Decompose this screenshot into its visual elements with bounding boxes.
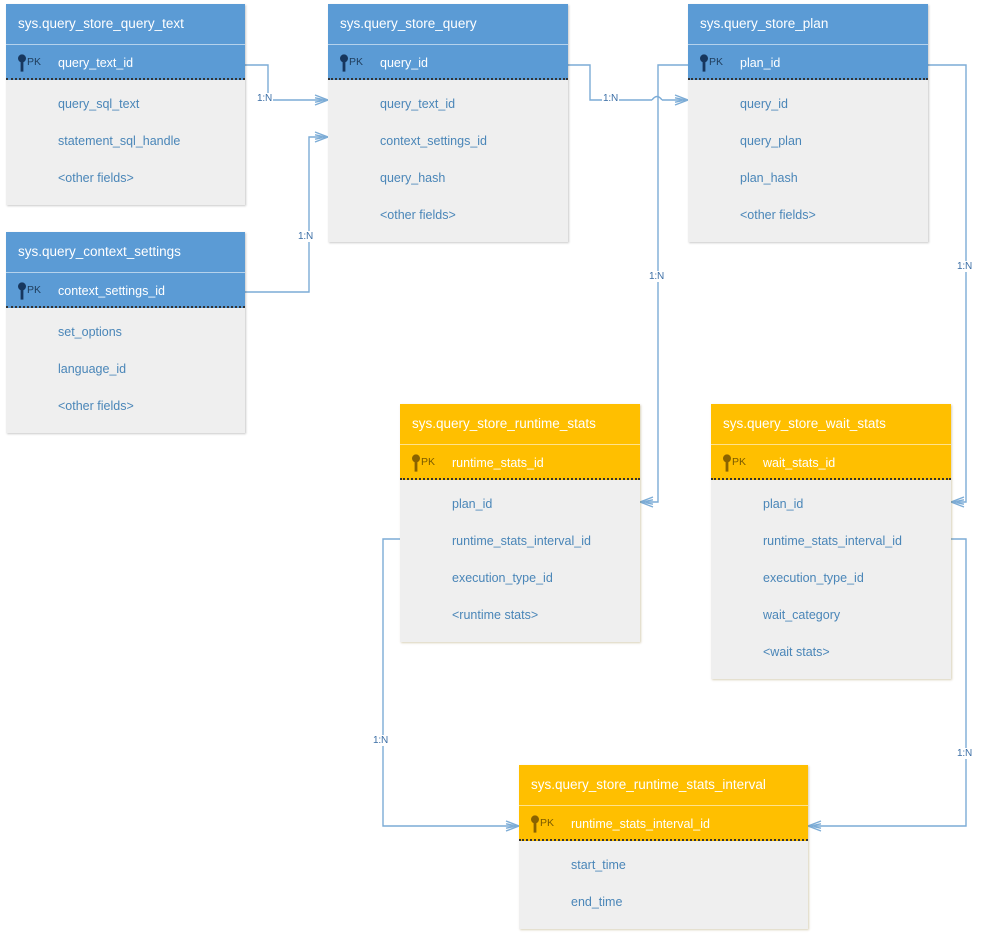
entity-field: <wait stats> [763,645,830,659]
connector-context-settings-to-query [245,131,329,293]
entity-field-list: query_sql_text statement_sql_handle <oth… [6,80,245,205]
entity-title: sys.query_context_settings [6,232,245,272]
entity-primary-key-row[interactable]: PK wait_stats_id [711,444,951,480]
pk-field-name: query_text_id [58,56,134,70]
relationship-label-interval-to-runtime-stats: 1:N [372,735,389,746]
entity-primary-key-row[interactable]: PK plan_id [688,44,928,80]
pk-tag-label: PK [421,456,436,468]
entity-primary-key-row[interactable]: PK context_settings_id [6,272,245,308]
connector-query-to-plan [568,64,689,106]
entity-primary-key-row[interactable]: PK runtime_stats_id [400,444,640,480]
entity-query-store-runtime-stats-interval[interactable]: sys.query_store_runtime_stats_interval P… [519,765,808,929]
relationship-label-plan-to-runtime-stats: 1:N [648,271,665,282]
pk-field-name: runtime_stats_id [452,456,544,470]
entity-field: language_id [58,362,127,376]
relationship-label-query-to-plan: 1:N [602,93,619,104]
entity-field: set_options [58,325,122,339]
key-icon [340,54,348,72]
entity-field: <other fields> [740,208,816,222]
pk-tag-label: PK [27,56,42,68]
key-icon [531,815,539,833]
entity-primary-key-row[interactable]: PK runtime_stats_interval_id [519,805,808,841]
relationship-label-context-settings-to-query: 1:N [297,231,314,242]
entity-title: sys.query_store_query [328,4,568,44]
entity-field: end_time [571,895,623,909]
entity-field: query_sql_text [58,97,140,111]
key-icon [412,454,420,472]
key-icon [18,54,26,72]
pk-tag-label: PK [349,56,364,68]
key-icon [723,454,731,472]
entity-field: query_plan [740,134,802,148]
entity-field: wait_category [763,608,841,622]
entity-query-store-plan[interactable]: sys.query_store_plan PK plan_id query_id… [688,4,928,242]
pk-tag-label: PK [540,817,555,829]
entity-field: start_time [571,858,626,872]
pk-tag-label: PK [732,456,747,468]
entity-field: execution_type_id [763,571,864,585]
pk-field-name: plan_id [740,56,781,70]
entity-field: query_text_id [380,97,456,111]
key-icon [18,282,26,300]
pk-field-name: runtime_stats_interval_id [571,817,710,831]
entity-field: statement_sql_handle [58,134,181,148]
entity-title: sys.query_store_plan [688,4,928,44]
entity-primary-key-row[interactable]: PK query_text_id [6,44,245,80]
connector-plan-to-runtime-stats [639,64,688,508]
pk-field-name: context_settings_id [58,284,166,298]
entity-field: query_hash [380,171,446,185]
entity-query-store-query[interactable]: sys.query_store_query PK query_id query_… [328,4,568,242]
entity-query-store-wait-stats[interactable]: sys.query_store_wait_stats PK wait_stats… [711,404,951,679]
entity-field: execution_type_id [452,571,553,585]
entity-field-list: plan_id runtime_stats_interval_id execut… [400,480,640,642]
entity-field-list: start_time end_time [519,841,808,929]
entity-query-context-settings[interactable]: sys.query_context_settings PK context_se… [6,232,245,433]
entity-field: <runtime stats> [452,608,539,622]
entity-field-list: query_text_id context_settings_id query_… [328,80,568,242]
key-icon [700,54,708,72]
entity-field: plan_id [763,497,804,511]
entity-field: runtime_stats_interval_id [452,534,591,548]
entity-field: plan_id [452,497,493,511]
entity-field: context_settings_id [380,134,488,148]
entity-field: runtime_stats_interval_id [763,534,902,548]
entity-primary-key-row[interactable]: PK query_id [328,44,568,80]
entity-field-list: query_id query_plan plan_hash <other fie… [688,80,928,242]
entity-query-store-query-text[interactable]: sys.query_store_query_text PK query_text… [6,4,245,205]
entity-field-list: set_options language_id <other fields> [6,308,245,433]
entity-title: sys.query_store_runtime_stats [400,404,640,444]
entity-title: sys.query_store_wait_stats [711,404,951,444]
relationship-label-interval-to-wait-stats: 1:N [956,748,973,759]
entity-field: <other fields> [380,208,456,222]
relationship-label-plan-to-wait-stats: 1:N [956,261,973,272]
pk-field-name: query_id [380,56,428,70]
pk-field-name: wait_stats_id [763,456,836,470]
entity-field: plan_hash [740,171,798,185]
entity-title: sys.query_store_query_text [6,4,245,44]
relationship-label-query-text-to-query: 1:N [256,93,273,104]
entity-field: <other fields> [58,399,134,413]
entity-field: query_id [740,97,788,111]
pk-tag-label: PK [709,56,724,68]
entity-query-store-runtime-stats[interactable]: sys.query_store_runtime_stats PK runtime… [400,404,640,642]
pk-tag-label: PK [27,284,42,296]
entity-field-list: plan_id runtime_stats_interval_id execut… [711,480,951,679]
entity-title: sys.query_store_runtime_stats_interval [519,765,808,805]
entity-field: <other fields> [58,171,134,185]
